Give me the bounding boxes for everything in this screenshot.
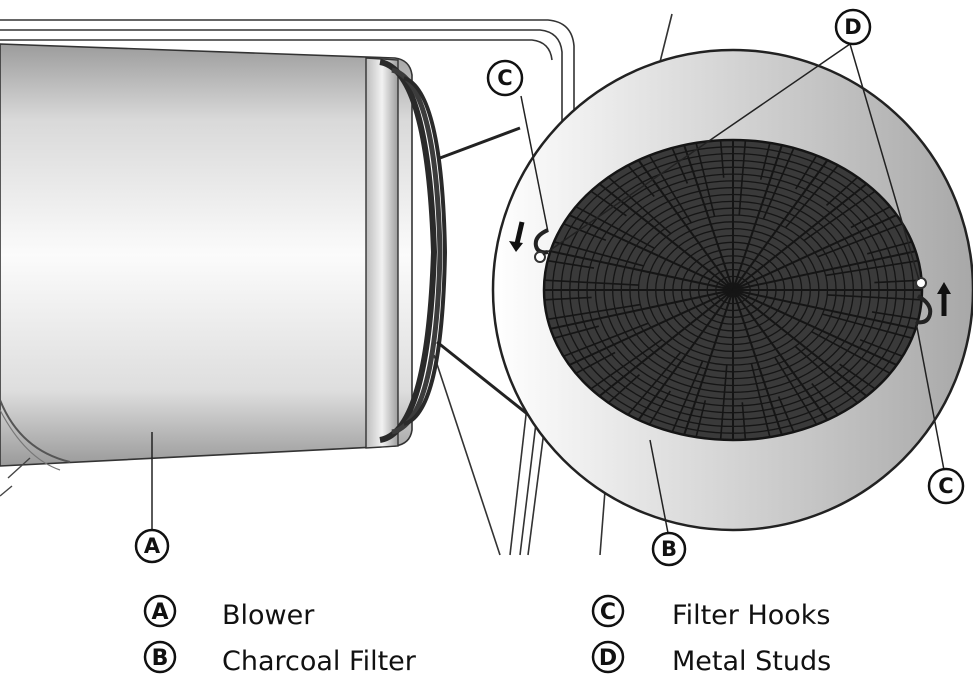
filter-segment	[732, 159, 829, 291]
filter-segment	[648, 155, 692, 224]
filter-segment	[607, 374, 641, 404]
filter-segment	[741, 402, 747, 440]
filter-segment	[550, 289, 734, 330]
callout-a: A	[134, 528, 170, 564]
filter-segment	[759, 142, 771, 180]
legend-item-filter-hooks: C Filter Hooks	[591, 594, 831, 631]
filter-segment	[817, 222, 903, 258]
legend-item-metal-studs: D Metal Studs	[591, 640, 831, 677]
callout-d: D	[834, 8, 872, 46]
filter-segment	[762, 147, 795, 220]
filter-detail-view	[491, 48, 973, 532]
legend-label-blower: Blower	[222, 600, 315, 631]
filter-segment	[839, 363, 876, 390]
filter-segment	[732, 144, 783, 291]
filter-segment	[671, 360, 704, 433]
legend-letter-a: A	[151, 600, 168, 625]
filter-segment	[547, 259, 595, 269]
filter-segment	[553, 325, 600, 339]
filter-segment	[795, 155, 818, 190]
filter-segment	[794, 345, 859, 404]
filter-segment	[637, 289, 734, 421]
filter-segment	[544, 279, 639, 286]
filter-segment	[732, 289, 829, 421]
svg-text:C: C	[497, 66, 512, 90]
charcoal-filter	[542, 138, 924, 442]
svg-text:B: B	[661, 537, 677, 561]
filter-segment	[822, 313, 913, 339]
filter-segment	[563, 322, 649, 358]
filter-segment	[750, 363, 771, 438]
filter-segment	[648, 390, 671, 425]
filter-segment	[732, 214, 898, 291]
callout-b: B	[651, 531, 687, 567]
filter-segment	[825, 259, 919, 277]
filter-segment	[777, 396, 795, 433]
legend-label-filter-hooks: Filter Hooks	[672, 600, 831, 631]
filter-segment	[871, 311, 919, 321]
filter-segment	[738, 140, 747, 216]
filter-segment	[550, 250, 734, 291]
filter-segment	[627, 351, 682, 416]
filter-segment	[575, 351, 616, 375]
filter-segment	[553, 241, 644, 267]
legend-item-charcoal-filter: B Charcoal Filter	[143, 640, 417, 677]
filter-segment	[732, 289, 916, 330]
callout-c-left: C	[486, 59, 524, 97]
filter-segment	[637, 159, 734, 291]
filter-segment	[695, 142, 716, 217]
filter-segment	[544, 296, 592, 301]
blower	[0, 43, 448, 497]
leader-lines	[151, 43, 945, 534]
filter-segment	[732, 289, 783, 436]
callout-c-right: C	[927, 467, 965, 505]
filter-segment	[607, 176, 672, 235]
legend-label-charcoal-filter: Charcoal Filter	[222, 646, 417, 677]
svg-text:A: A	[144, 534, 161, 558]
filter-segment	[811, 330, 891, 375]
legend-letter-d: D	[599, 646, 617, 671]
filter-segment	[695, 400, 707, 438]
filter-segment	[732, 183, 868, 291]
filter-segment	[719, 140, 725, 178]
legend-letter-c: C	[600, 600, 616, 625]
filter-segment	[590, 190, 627, 217]
filter-segment	[866, 241, 913, 255]
filter-segment	[547, 303, 641, 321]
filter-hook-right	[915, 277, 951, 325]
filter-segment	[859, 339, 903, 358]
filter-hook-left	[509, 221, 549, 263]
filter-segment	[732, 250, 916, 291]
filter-segment	[563, 222, 607, 241]
filter-segment	[683, 144, 734, 291]
filter-segment	[784, 164, 839, 229]
filter-segment	[568, 289, 734, 366]
legend-label-metal-studs: Metal Studs	[672, 646, 831, 677]
filter-segment	[825, 176, 859, 206]
svg-text:D: D	[844, 15, 861, 39]
filter-segment	[811, 382, 839, 416]
filter-segment	[627, 164, 655, 198]
filter-segment	[850, 205, 891, 229]
filter-segment	[671, 147, 689, 184]
filter-segment	[803, 190, 876, 242]
filter-segment	[774, 356, 818, 425]
filter-segment	[874, 279, 922, 284]
filter-segment	[683, 289, 734, 436]
filter-segment	[719, 364, 728, 440]
filter-segment	[568, 214, 734, 291]
filter-segment	[590, 338, 663, 390]
filter-segment	[732, 289, 898, 366]
metal-stud-right	[915, 277, 927, 289]
filter-segment	[827, 294, 922, 301]
legend: A Blower B Charcoal Filter C Filter Hook…	[143, 594, 831, 677]
filter-segment	[732, 289, 868, 397]
filter-segment	[575, 205, 655, 250]
legend-letter-b: B	[152, 646, 169, 671]
legend-item-blower: A Blower	[143, 594, 315, 631]
metal-stud-left	[534, 251, 546, 263]
svg-text:C: C	[938, 474, 953, 498]
filter-segment	[598, 289, 734, 397]
